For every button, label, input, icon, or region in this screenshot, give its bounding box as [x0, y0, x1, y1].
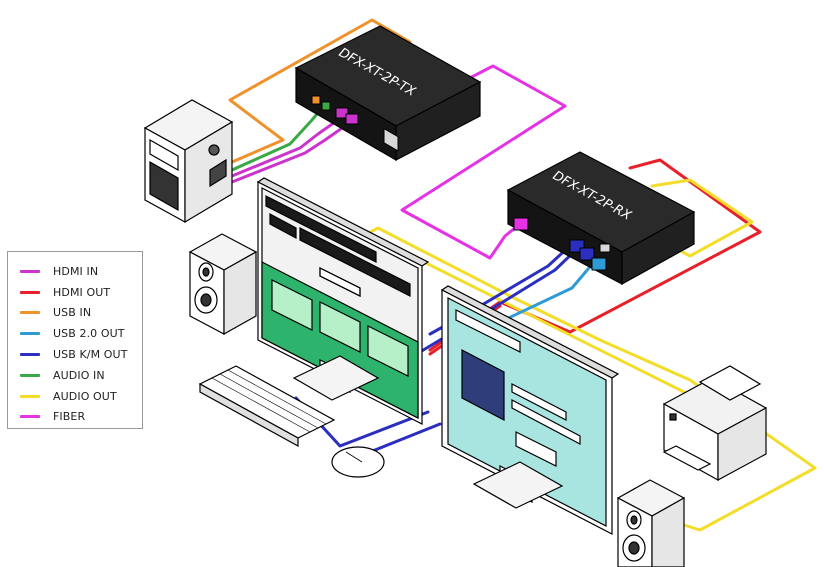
- legend-item: FIBER: [20, 407, 142, 428]
- fiber-cable: [400, 64, 567, 260]
- legend-swatch: [20, 373, 40, 377]
- legend-swatch: [20, 353, 40, 357]
- cable-legend: HDMI IN HDMI OUT USB IN USB 2.0 OUT USB K/M …: [7, 251, 143, 429]
- rx-extender: [506, 151, 696, 286]
- keyboard-icon: [198, 365, 336, 448]
- hdmi-in-cable-2: [230, 124, 347, 184]
- legend-swatch: [20, 415, 40, 419]
- legend-swatch: [20, 332, 40, 336]
- legend-item: AUDIO IN: [20, 365, 142, 386]
- speaker-left-icon: [188, 233, 258, 336]
- legend-item: AUDIO OUT: [20, 386, 142, 407]
- speaker-right-icon: [616, 479, 686, 567]
- pc-tower-icon: [143, 99, 234, 224]
- hdmi-in-cable-1: [230, 120, 337, 178]
- monitor-left: [256, 177, 430, 425]
- legend-item: USB IN: [20, 303, 142, 324]
- legend-item: HDMI OUT: [20, 282, 142, 303]
- mouse-icon: [331, 446, 385, 478]
- legend-label: USB 2.0 OUT: [53, 327, 125, 341]
- legend-item: USB 2.0 OUT: [20, 323, 142, 344]
- legend-item: HDMI IN: [20, 261, 142, 282]
- legend-label: FIBER: [53, 410, 86, 424]
- usb-km-cable-3: [368, 422, 442, 454]
- monitor-right: [440, 285, 620, 535]
- legend-label: AUDIO OUT: [53, 389, 117, 403]
- printer-icon: [662, 365, 768, 482]
- legend-label: HDMI OUT: [53, 285, 111, 299]
- legend-item: USB K/M OUT: [20, 344, 142, 365]
- legend-swatch: [20, 290, 40, 294]
- tx-extender: [294, 25, 482, 162]
- audio-in-cable: [230, 106, 324, 172]
- legend-label: HDMI IN: [53, 264, 99, 278]
- legend-swatch: [20, 394, 40, 398]
- legend-label: USB K/M OUT: [53, 348, 128, 362]
- legend-swatch: [20, 311, 40, 315]
- legend-label: USB IN: [53, 306, 92, 320]
- legend-swatch: [20, 269, 40, 273]
- legend-label: AUDIO IN: [53, 368, 105, 382]
